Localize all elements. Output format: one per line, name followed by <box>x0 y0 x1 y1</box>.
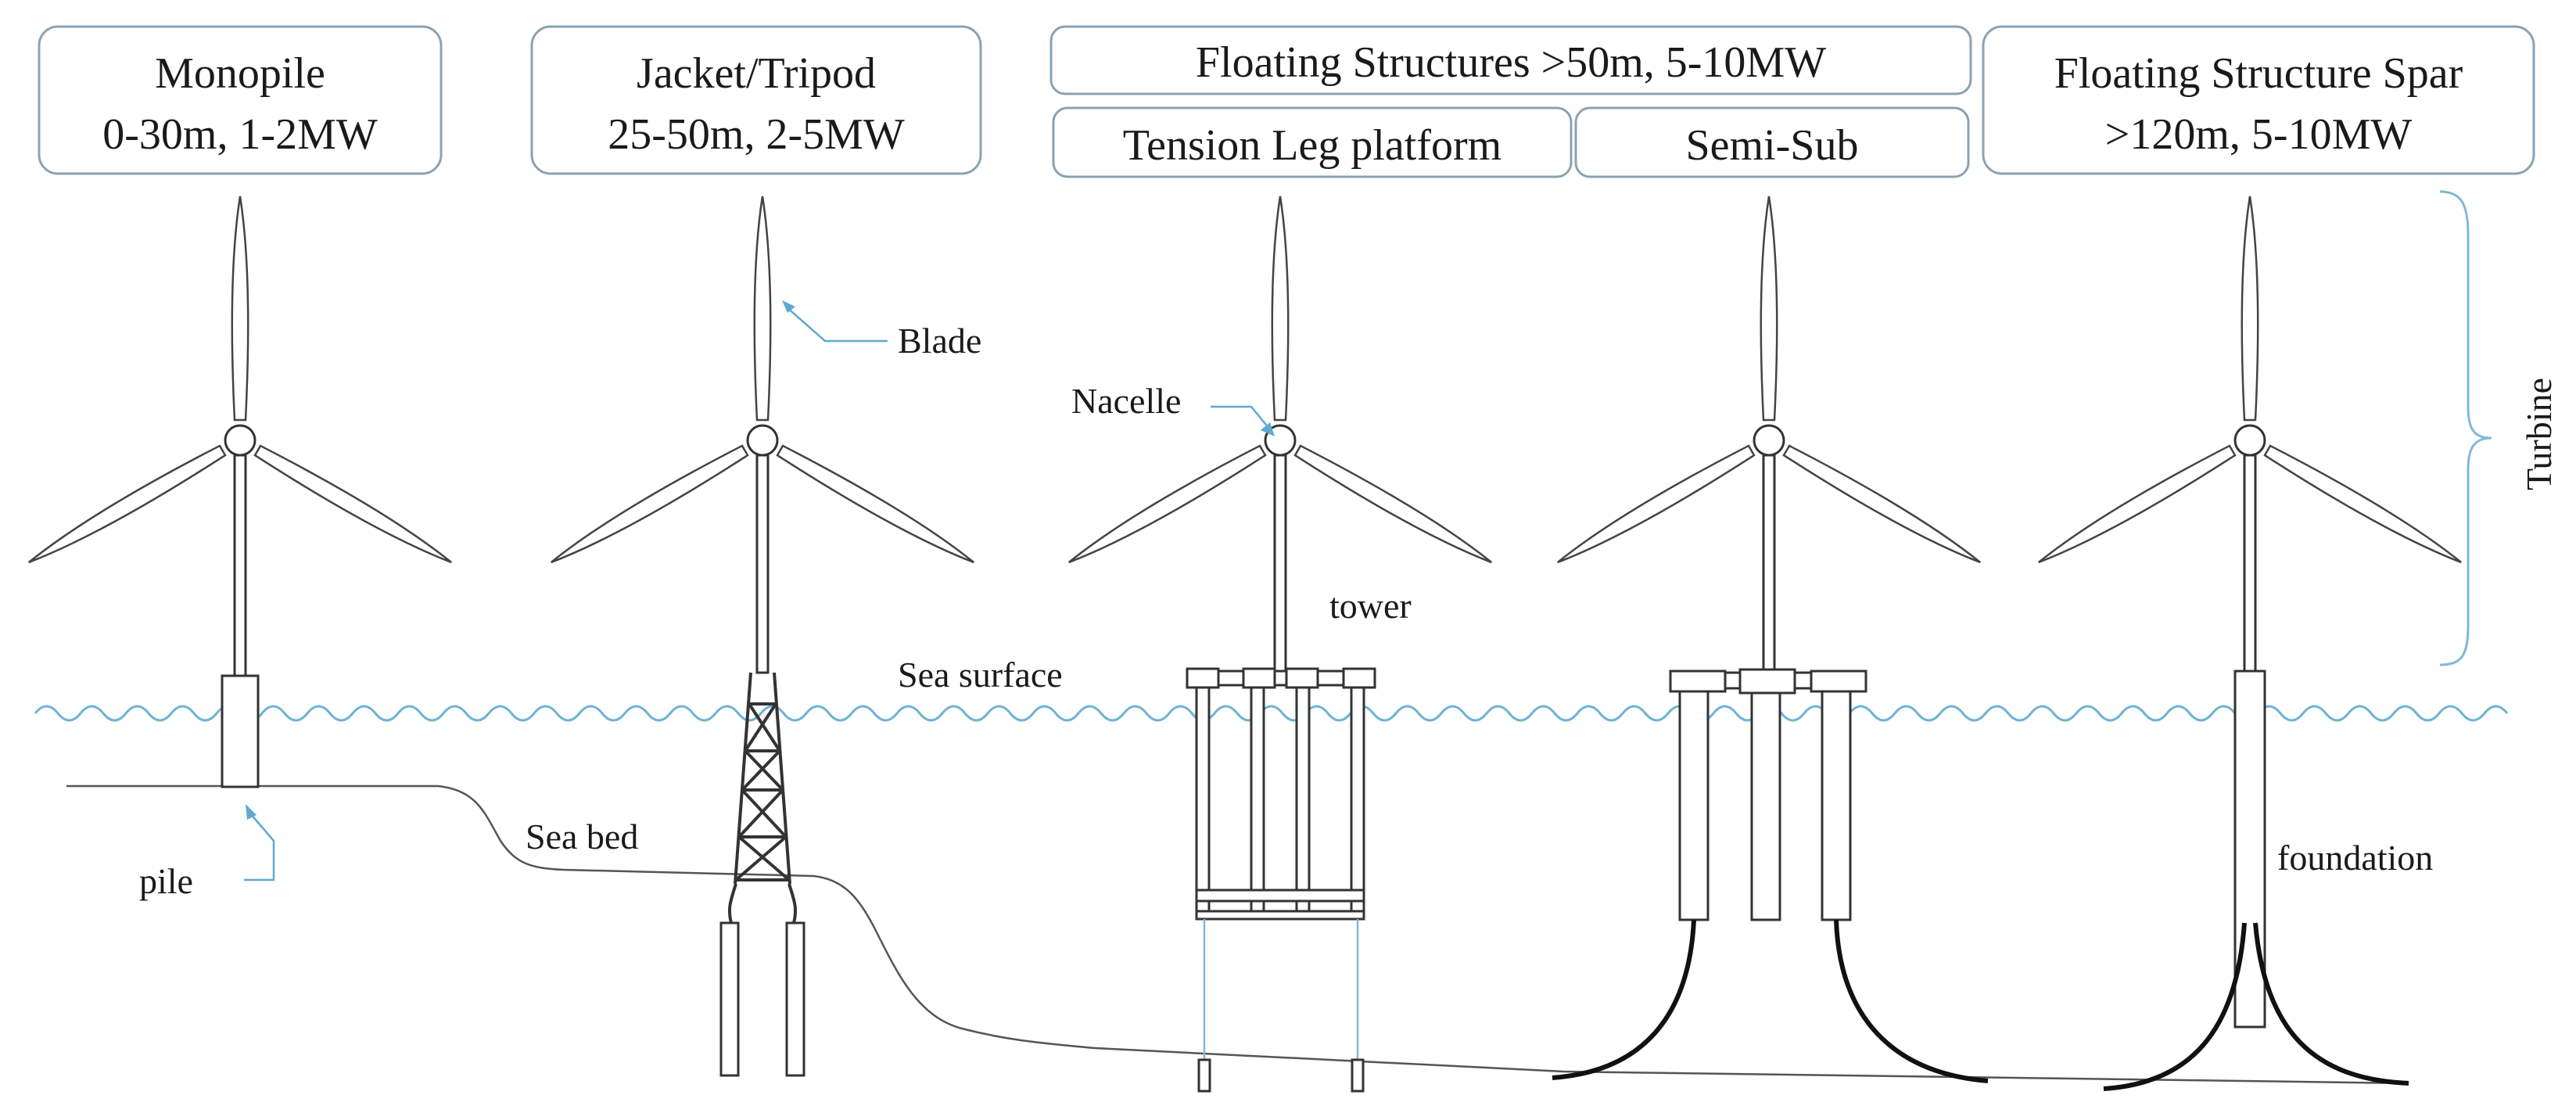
header-monopile-box <box>38 25 443 175</box>
header-spar-line1: Floating Structure Spar <box>2054 49 2463 98</box>
label-nacelle: Nacelle <box>1071 381 1181 421</box>
turbine-spar <box>2033 195 2467 1091</box>
pointer-pile-arrowhead <box>246 804 257 820</box>
sea-bed-line <box>66 784 2409 1085</box>
header-floating-title: Floating Structures >50m, 5-10MW <box>1196 38 1826 87</box>
label-sea-surface: Sea surface <box>898 655 1063 695</box>
tower-tlp <box>1273 454 1287 673</box>
tlp-anchor-right <box>1351 1058 1365 1093</box>
header-jacket-line2: 25-50m, 2-5MW <box>608 110 905 159</box>
label-blade: Blade <box>898 321 981 361</box>
header-monopile-line1: Monopile <box>155 49 325 98</box>
header-jacket-box <box>530 25 982 175</box>
tlp-tendons <box>1203 919 1359 1060</box>
header-tlp-title: Tension Leg platform <box>1123 121 1501 170</box>
header-spar: Floating Structure Spar >120m, 5-10MW <box>1982 25 2535 175</box>
tower-semisub <box>1762 454 1776 673</box>
tower-monopile <box>233 454 247 677</box>
semisub-platform <box>1669 668 1867 921</box>
label-turbine: Turbine <box>2519 378 2559 490</box>
header-monopile: Monopile 0-30m, 1-2MW <box>38 25 443 175</box>
jacket-structure <box>727 672 798 924</box>
header-semisub: Semi-Sub <box>1574 106 1970 178</box>
header-tlp-box <box>1052 106 1573 178</box>
header-spar-box <box>1982 25 2535 175</box>
pointer-pile <box>244 813 275 881</box>
header-jacket-line1: Jacket/Tripod <box>637 49 876 98</box>
jacket-pile-right <box>785 921 805 1077</box>
turbine-semisub <box>1552 195 1989 1083</box>
sea-surface-wave <box>34 705 2509 722</box>
turbine-jacket <box>546 195 979 1077</box>
header-semisub-box <box>1574 106 1970 178</box>
header-floating-box <box>1049 25 1972 95</box>
header-floating: Floating Structures >50m, 5-10MW <box>1049 25 1972 95</box>
tlp-platform <box>1186 667 1376 921</box>
label-tower: tower <box>1329 586 1412 626</box>
jacket-pile-left <box>719 921 740 1077</box>
tlp-anchor-left <box>1197 1058 1211 1093</box>
hub-monopile <box>224 424 257 457</box>
hub-jacket <box>746 424 779 457</box>
header-semisub-title: Semi-Sub <box>1686 121 1859 170</box>
pointer-nacelle <box>1211 405 1270 429</box>
header-tlp: Tension Leg platform <box>1052 106 1573 178</box>
turbine-tlp <box>1064 195 1497 1093</box>
label-foundation: foundation <box>2277 838 2433 878</box>
hub-spar <box>2233 424 2266 457</box>
pointer-blade <box>785 306 888 343</box>
spar-mooring <box>2103 922 2409 1091</box>
header-monopile-line2: 0-30m, 1-2MW <box>102 110 378 159</box>
semisub-mooring <box>1552 919 1989 1083</box>
tower-spar <box>2243 454 2257 673</box>
label-sea-bed: Sea bed <box>526 817 638 856</box>
header-spar-line2: >120m, 5-10MW <box>2105 110 2413 159</box>
pointer-blade-arrowhead <box>782 300 795 313</box>
pile-monopile <box>221 674 260 788</box>
spar-buoy <box>2233 670 2266 1029</box>
pointer-nacelle-arrowhead <box>1261 422 1275 436</box>
hub-semisub <box>1753 424 1785 457</box>
header-jacket: Jacket/Tripod 25-50m, 2-5MW <box>530 25 982 175</box>
turbine-monopile <box>23 195 457 788</box>
turbine-bracket <box>2439 190 2492 666</box>
label-pile: pile <box>139 861 193 901</box>
tower-jacket <box>755 454 770 674</box>
